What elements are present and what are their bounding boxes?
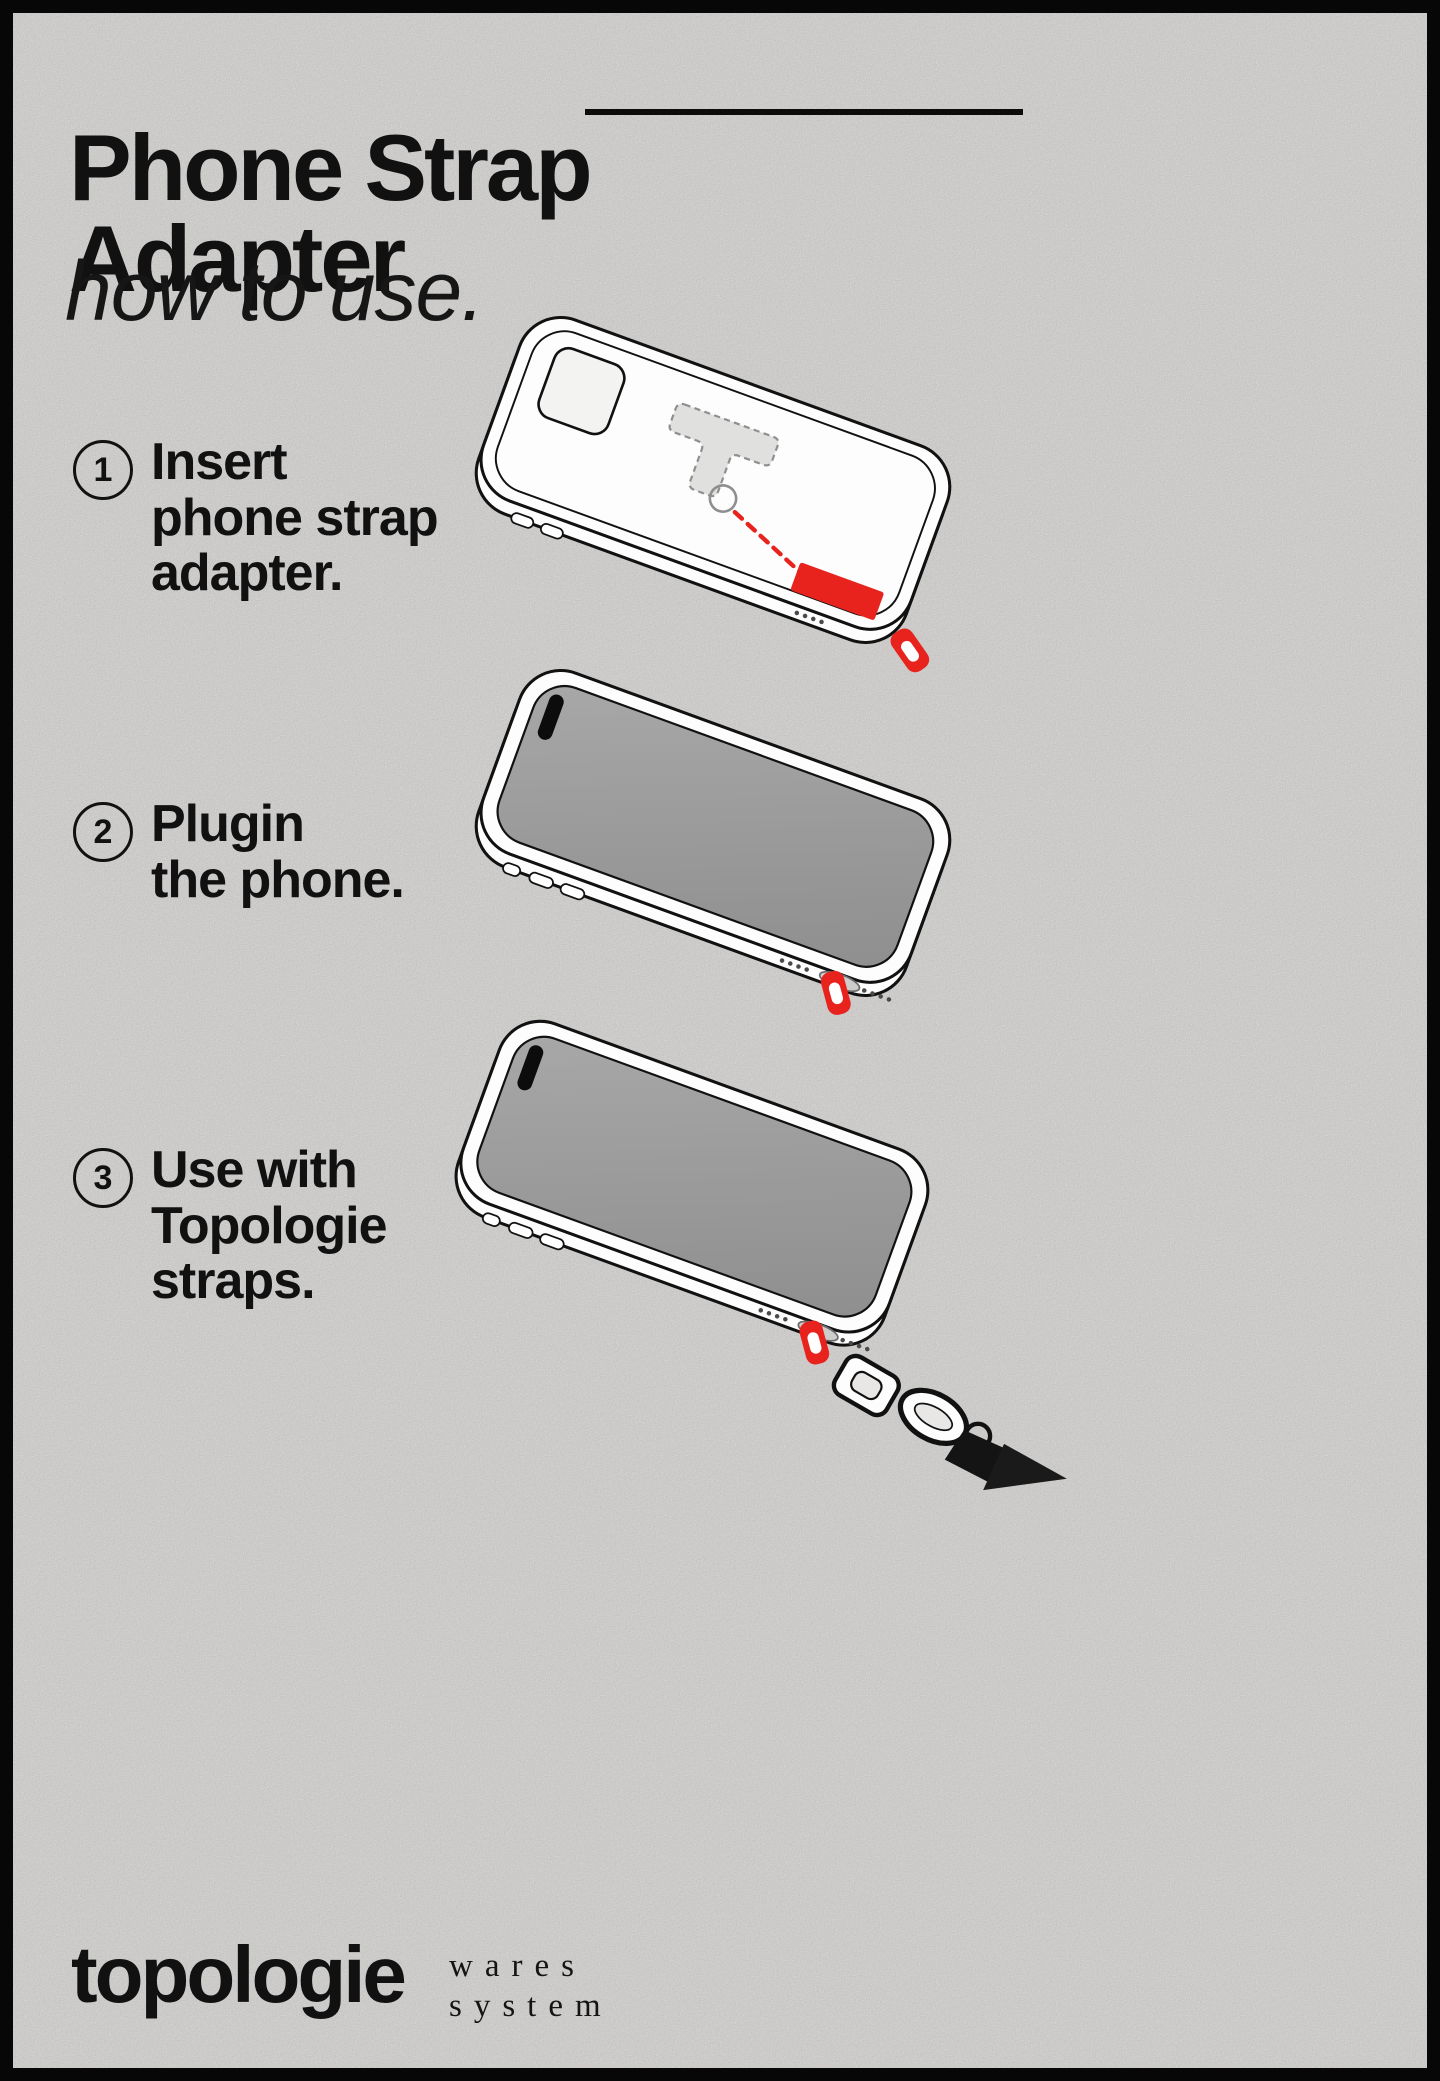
camera-cutout-icon: [537, 346, 626, 436]
adapter-ring-icon: [708, 484, 738, 513]
phone-screen: [476, 1035, 913, 1318]
step-1-label: Insert phone strap adapter.: [151, 433, 439, 603]
strap-loop-icon: [799, 1320, 830, 1365]
volume-button-icon: [559, 883, 586, 901]
step-2-number-badge: 2: [73, 802, 133, 862]
title-line: Phone Strap: [69, 114, 593, 220]
step-number: 3: [93, 1158, 113, 1197]
strap-arrow-icon: [983, 1443, 1067, 1491]
strap-loop-icon: [890, 628, 930, 673]
title-rule: [585, 109, 1023, 115]
step-1: 1 Insert phone strap adapter.: [73, 433, 439, 603]
phone-with-strap-illustration: [454, 1019, 1067, 1491]
case-inner-edge: [494, 330, 936, 617]
phone-back-illustration: [474, 315, 952, 673]
adapter-tab: [791, 562, 884, 620]
speaker-holes-icon: [758, 1308, 870, 1352]
speaker-holes-icon: [779, 958, 892, 1002]
volume-button-icon: [539, 1233, 565, 1251]
mute-switch-icon: [481, 1212, 501, 1227]
volume-button-icon: [540, 523, 564, 540]
step-2: 2 Plugin the phone.: [73, 795, 405, 909]
page-subtitle: how to use.: [65, 244, 485, 338]
mute-switch-icon: [502, 862, 522, 877]
page-title: Phone Strap Adapter: [69, 114, 593, 312]
step-2-label: Plugin the phone.: [151, 795, 405, 909]
step-3: 3 Use with Topologie straps.: [73, 1141, 388, 1311]
volume-button-icon: [508, 1221, 534, 1239]
strap-hardware: [831, 1353, 1067, 1491]
phone-front-illustration: [474, 668, 952, 1015]
step-number: 1: [93, 450, 113, 489]
volume-button-icon: [528, 871, 554, 889]
speaker-notch-icon: [517, 1045, 544, 1091]
step-number: 2: [93, 812, 113, 851]
phone-screen: [496, 684, 935, 968]
brand-tagline: wares system: [449, 1948, 613, 2024]
step-3-number-badge: 3: [73, 1148, 133, 1208]
step-1-number-badge: 1: [73, 440, 133, 500]
speaker-notch-icon: [537, 694, 564, 740]
speaker-holes-icon: [794, 610, 824, 625]
volume-button-icon: [510, 512, 535, 529]
insert-arrow-icon: [732, 509, 804, 576]
step-3-label: Use with Topologie straps.: [151, 1141, 388, 1311]
strap-loop-icon: [820, 970, 851, 1015]
title-line: Adapter: [69, 206, 406, 312]
brand-logo: topologie: [71, 1930, 407, 2019]
